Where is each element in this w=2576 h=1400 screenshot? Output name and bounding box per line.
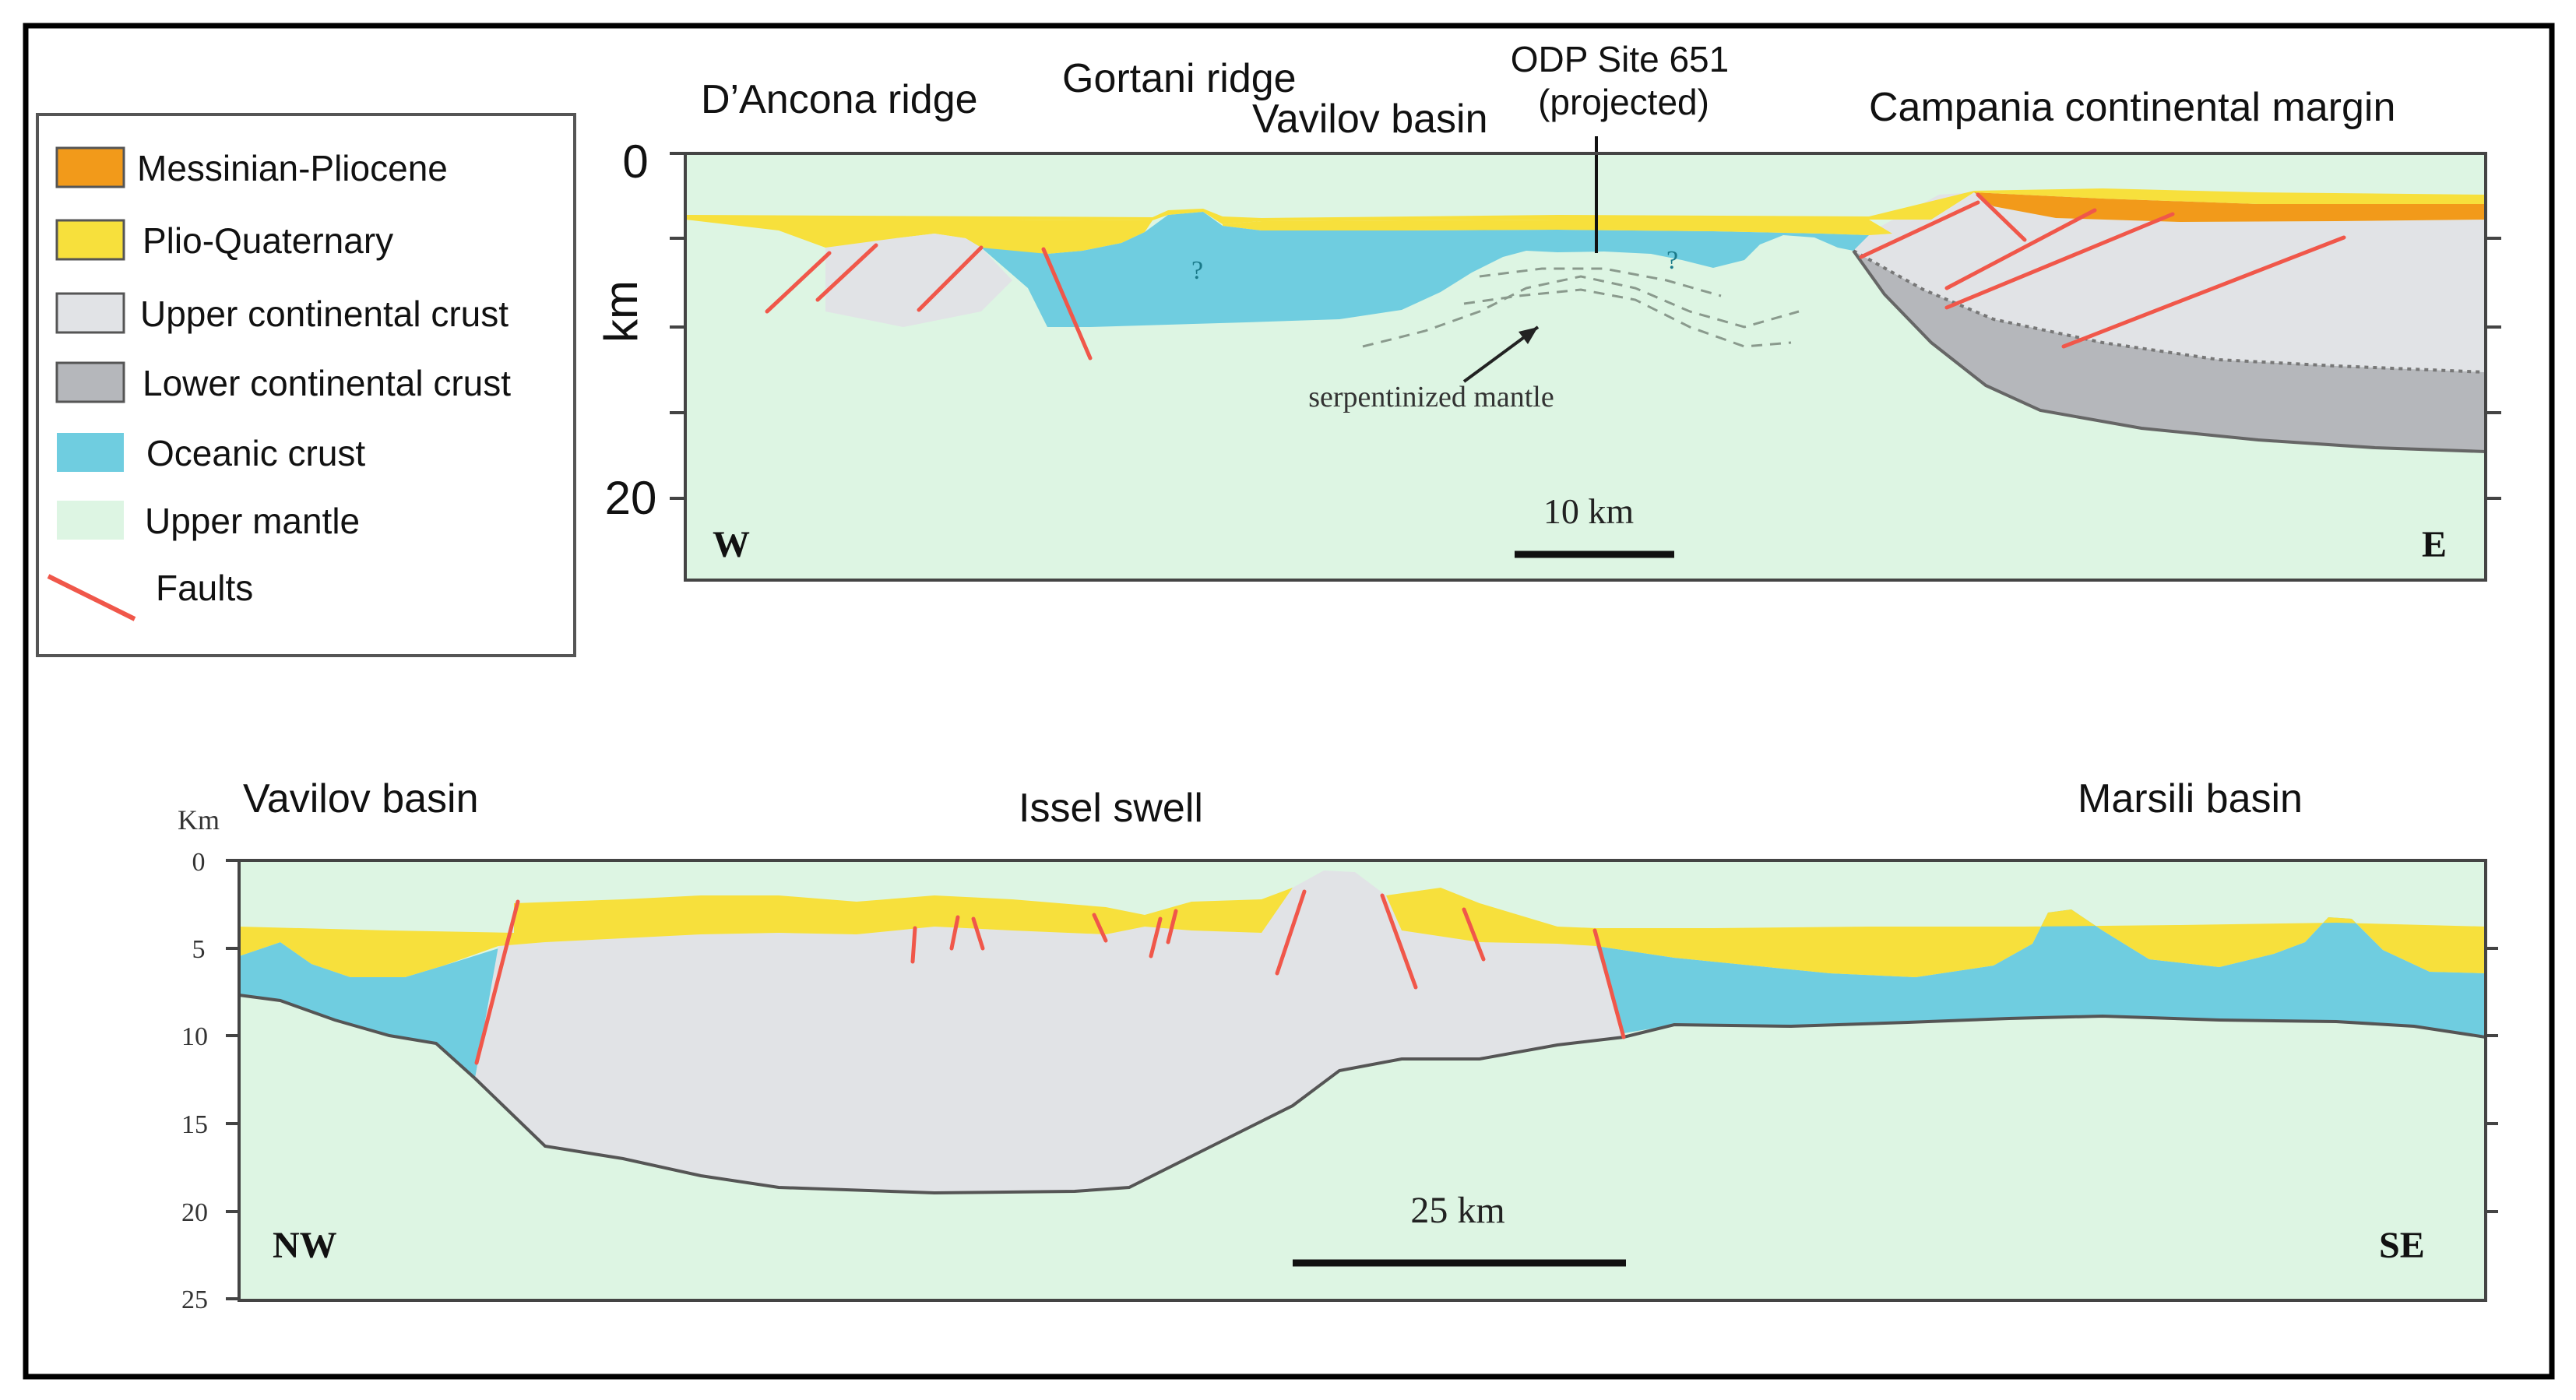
legend-label: Plio-Quaternary <box>143 220 393 261</box>
bottom-tick-10: 10 <box>181 1022 208 1051</box>
moho-boundary-east <box>1852 249 2486 453</box>
fault-line <box>910 926 917 964</box>
fault-line <box>1275 889 1307 976</box>
legend-label: Faults <box>156 568 253 608</box>
fault-line <box>1166 909 1178 944</box>
label-campania-margin: Campania continental margin <box>1869 85 2395 130</box>
label-west: W <box>713 524 750 565</box>
bottom-tick-0: 0 <box>192 848 206 877</box>
fault-line <box>474 899 520 1065</box>
legend-swatch <box>55 146 125 188</box>
dancona-ridge-block <box>825 234 1012 327</box>
question-mark-west: ? <box>1191 256 1203 285</box>
lower-continental-crust-area <box>1853 251 2486 452</box>
legend-label: Messinian-Pliocene <box>137 148 448 188</box>
moho-boundary-bottom <box>473 1014 2486 1195</box>
upper-continental-crust-issel <box>475 871 1624 1193</box>
legend: Messinian-Pliocene Plio-Quaternary Upper… <box>36 113 576 657</box>
fault-line <box>971 916 985 951</box>
legend-swatch <box>55 219 125 261</box>
plio-quaternary-bottom <box>239 888 1293 977</box>
top-tick-0: 0 <box>622 135 648 188</box>
top-cross-section: D’Ancona ridge Gortani ridge Vavilov bas… <box>595 39 2501 582</box>
fault-line <box>1092 913 1108 943</box>
legend-item-upper-mantle: Upper mantle <box>57 501 360 541</box>
legend-item-messinian-pliocene: Messinian-Pliocene <box>55 146 448 188</box>
label-vavilov-basin-top: Vavilov basin <box>1252 97 1488 142</box>
legend-item-plio-quaternary: Plio-Quaternary <box>55 219 393 261</box>
label-northwest: NW <box>273 1225 337 1266</box>
bottom-tick-5: 5 <box>192 935 206 964</box>
plio-quaternary-area <box>685 188 2486 224</box>
fault-line <box>1041 247 1093 361</box>
plio-quaternary-basin-central <box>1223 220 1892 235</box>
serpentinized-mantle-lines <box>1362 267 1800 348</box>
top-axis-label: km <box>595 280 647 343</box>
fault-line <box>1462 907 1486 962</box>
legend-label: Upper continental crust <box>140 294 509 334</box>
moho-boundary-bottom-west <box>238 994 477 1080</box>
top-scale-label: 10 km <box>1543 491 1635 531</box>
fault-line <box>1859 200 1980 259</box>
legend-swatch <box>57 433 124 472</box>
serpentinized-arrow-head <box>1519 327 1538 344</box>
legend-label: Oceanic crust <box>146 433 365 473</box>
fault-line <box>765 251 832 314</box>
top-tick-20: 20 <box>605 472 657 524</box>
bottom-section-frame <box>238 859 2487 1302</box>
fault-line-swatch <box>47 574 136 621</box>
bottom-scale-label: 25 km <box>1410 1190 1504 1231</box>
bottom-tick-15: 15 <box>181 1110 208 1139</box>
fault-line <box>1976 192 2027 242</box>
legend-label: Upper mantle <box>145 501 360 541</box>
label-southeast: SE <box>2379 1225 2425 1266</box>
label-vavilov-basin-bottom: Vavilov basin <box>243 776 479 821</box>
legend-item-lower-continental-crust: Lower continental crust <box>55 361 511 403</box>
label-issel-swell: Issel swell <box>1019 786 1203 831</box>
fault-line <box>917 245 984 312</box>
faults-bottom-section <box>474 889 1626 1065</box>
fault-line <box>815 243 878 302</box>
plio-quaternary-bottom-mid <box>1386 888 2486 977</box>
label-serpentinized-mantle: serpentinized mantle <box>1308 381 1554 413</box>
fault-line <box>1944 208 2097 290</box>
oceanic-crust-area <box>981 212 1869 327</box>
label-marsili-basin: Marsili basin <box>2078 776 2303 821</box>
bottom-axis-label: Km <box>178 804 220 835</box>
fault-line <box>949 915 960 951</box>
legend-label: Lower continental crust <box>143 363 511 403</box>
legend-swatch <box>55 361 125 403</box>
fault-line <box>1944 212 2175 310</box>
legend-box <box>36 113 576 657</box>
legend-item-faults: Faults <box>47 568 253 621</box>
legend-item-oceanic-crust: Oceanic crust <box>57 433 365 473</box>
bottom-cross-section: Vavilov basin Issel swell Marsili basin … <box>178 776 2498 1314</box>
label-east: E <box>2422 524 2447 565</box>
label-dancona-ridge: D’Ancona ridge <box>701 77 978 122</box>
label-odp-projected: (projected) <box>1538 82 1709 122</box>
legend-swatch <box>55 292 125 334</box>
legend-item-upper-continental-crust: Upper continental crust <box>55 292 509 334</box>
messinian-pliocene-area <box>1974 192 2486 222</box>
fault-line <box>1380 893 1418 990</box>
fault-line <box>2061 235 2346 349</box>
top-section-frame <box>684 152 2487 582</box>
faults-top-section <box>765 192 2346 361</box>
question-mark-east: ? <box>1666 246 1678 275</box>
legend-swatch <box>57 501 124 540</box>
oceanic-crust-west <box>239 942 498 1078</box>
bottom-axis-ticks <box>226 859 2498 1300</box>
bottom-tick-25: 25 <box>181 1286 208 1314</box>
label-gortani-ridge: Gortani ridge <box>1062 56 1297 101</box>
fault-line <box>1592 928 1626 1039</box>
top-axis-ticks <box>670 152 2501 500</box>
upper-lower-crust-boundary <box>1853 249 2486 374</box>
plio-quaternary-basin-west <box>685 220 1153 254</box>
oceanic-crust-east <box>1596 909 2486 1038</box>
label-odp-site: ODP Site 651 <box>1511 39 1729 79</box>
fault-line <box>1149 916 1163 959</box>
upper-continental-crust-area <box>1844 192 2486 372</box>
bottom-tick-20: 20 <box>181 1198 208 1227</box>
